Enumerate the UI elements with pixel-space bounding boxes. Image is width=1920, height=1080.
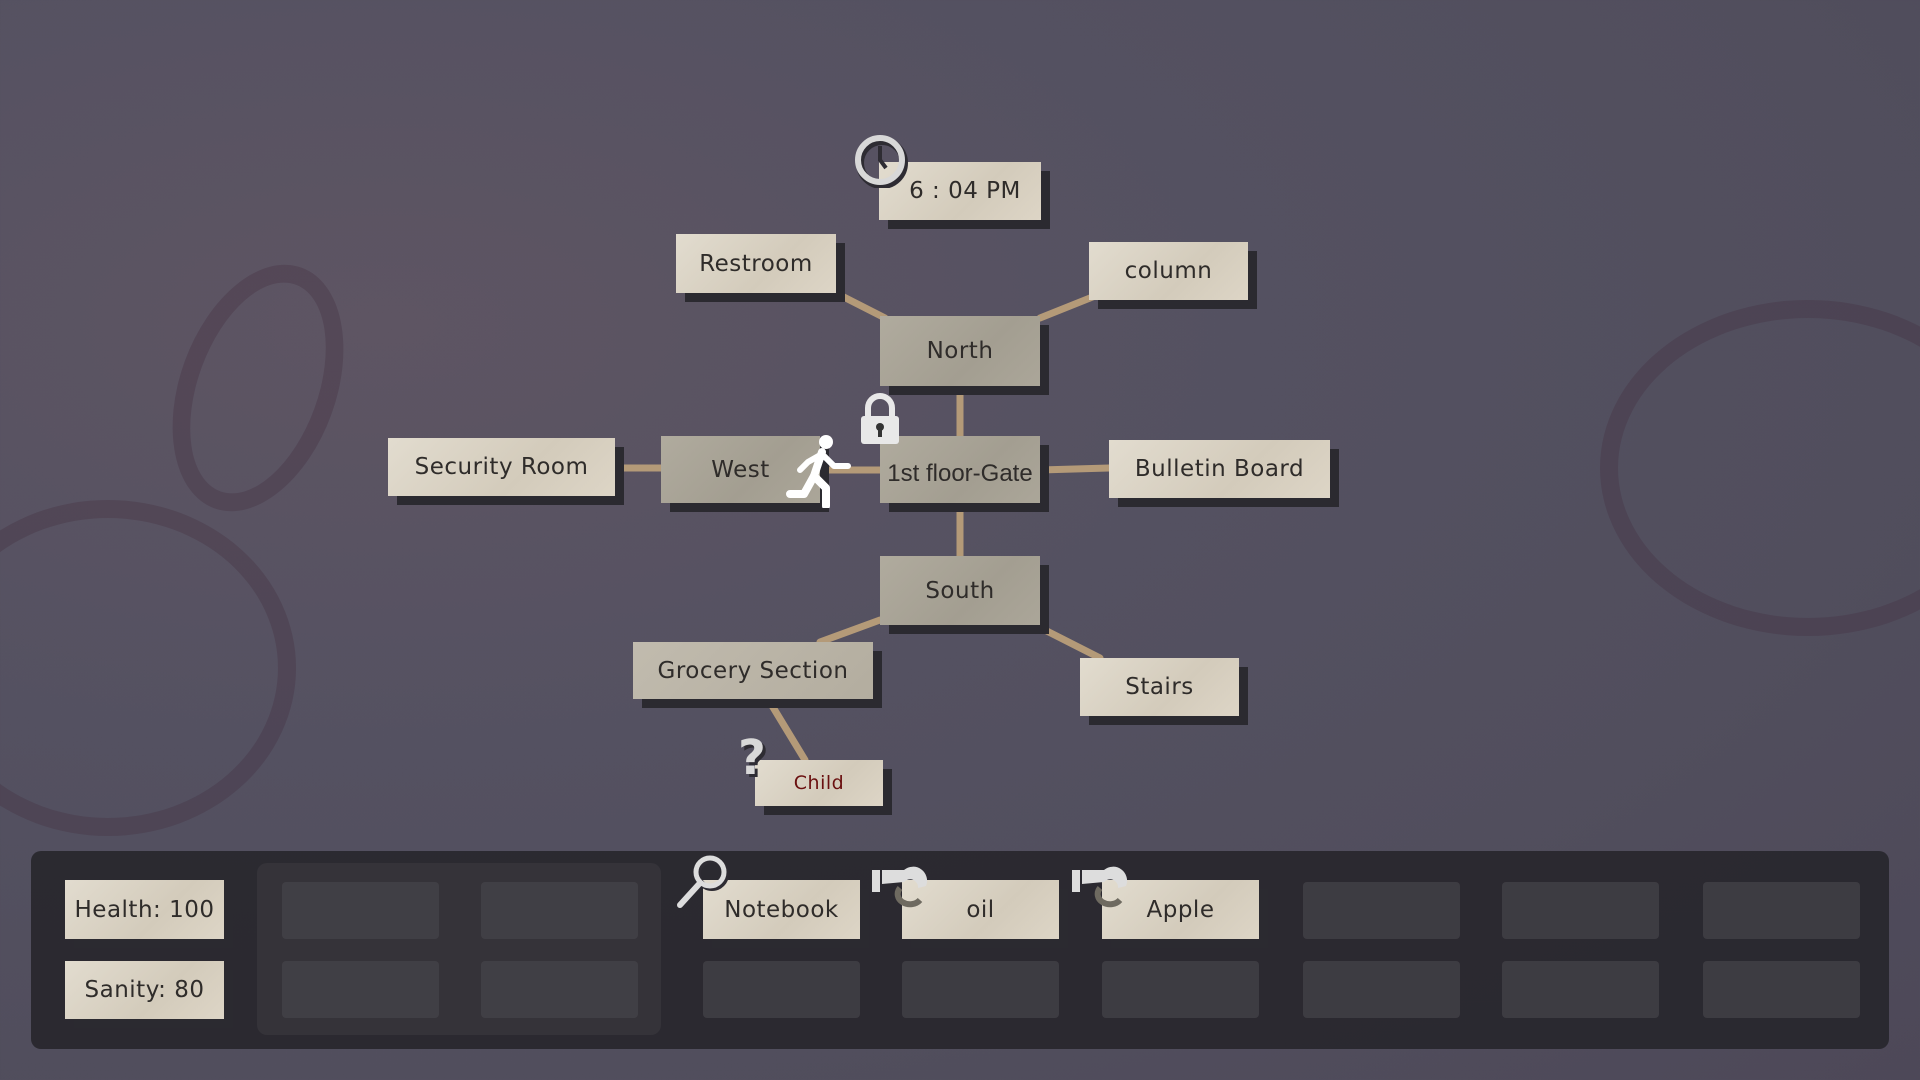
inventory-item-apple[interactable]: Apple — [1102, 880, 1259, 939]
location-restroom[interactable]: Restroom — [676, 234, 836, 293]
inventory-slot[interactable] — [703, 961, 860, 1018]
location-column[interactable]: column — [1089, 242, 1248, 300]
location-grocery-section[interactable]: Grocery Section — [633, 642, 873, 699]
link-column-north — [1036, 292, 1099, 322]
inventory-slot[interactable] — [902, 961, 1059, 1018]
inventory-slot[interactable] — [1502, 961, 1659, 1018]
location-bulletin-board[interactable]: Bulletin Board — [1109, 440, 1330, 498]
magnifier-icon — [677, 855, 729, 908]
running-person-icon — [786, 435, 851, 508]
lock-icon — [861, 393, 899, 444]
inventory-slot[interactable] — [1303, 882, 1460, 939]
link-restroom-north — [826, 286, 889, 322]
inventory-item-oil[interactable]: oil — [902, 880, 1059, 939]
location-south[interactable]: South — [880, 556, 1040, 625]
inventory-slot[interactable] — [1303, 961, 1460, 1018]
location-north[interactable]: North — [880, 316, 1040, 386]
location-security-room[interactable]: Security Room — [388, 438, 615, 496]
location-1st-floor-gate[interactable]: 1st floor-Gate — [880, 436, 1040, 503]
inventory-slot[interactable] — [1102, 961, 1259, 1018]
link-south-grocery — [816, 616, 884, 646]
link-grocery-child — [764, 695, 809, 764]
equipment-slot[interactable] — [282, 961, 439, 1018]
sanity-stat: Sanity: 80 — [65, 961, 224, 1019]
inventory-slot[interactable] — [1502, 882, 1659, 939]
equipment-slot[interactable] — [481, 882, 638, 939]
equipment-slot[interactable] — [282, 882, 439, 939]
link-south-stairs — [1031, 621, 1104, 662]
location-child[interactable]: Child — [755, 760, 883, 806]
question-mark-icon: ? — [738, 730, 766, 786]
inventory-slot[interactable] — [1703, 882, 1860, 939]
grab-hand-icon — [872, 866, 928, 908]
grab-hand-icon — [1072, 866, 1128, 908]
clock-icon — [855, 135, 908, 188]
location-stairs[interactable]: Stairs — [1080, 658, 1239, 716]
inventory-item-notebook[interactable]: Notebook — [703, 880, 860, 939]
health-stat: Health: 100 — [65, 880, 224, 939]
link-gate-bulletin — [1036, 464, 1113, 474]
equipment-slot[interactable] — [481, 961, 638, 1018]
inventory-slot[interactable] — [1703, 961, 1860, 1018]
